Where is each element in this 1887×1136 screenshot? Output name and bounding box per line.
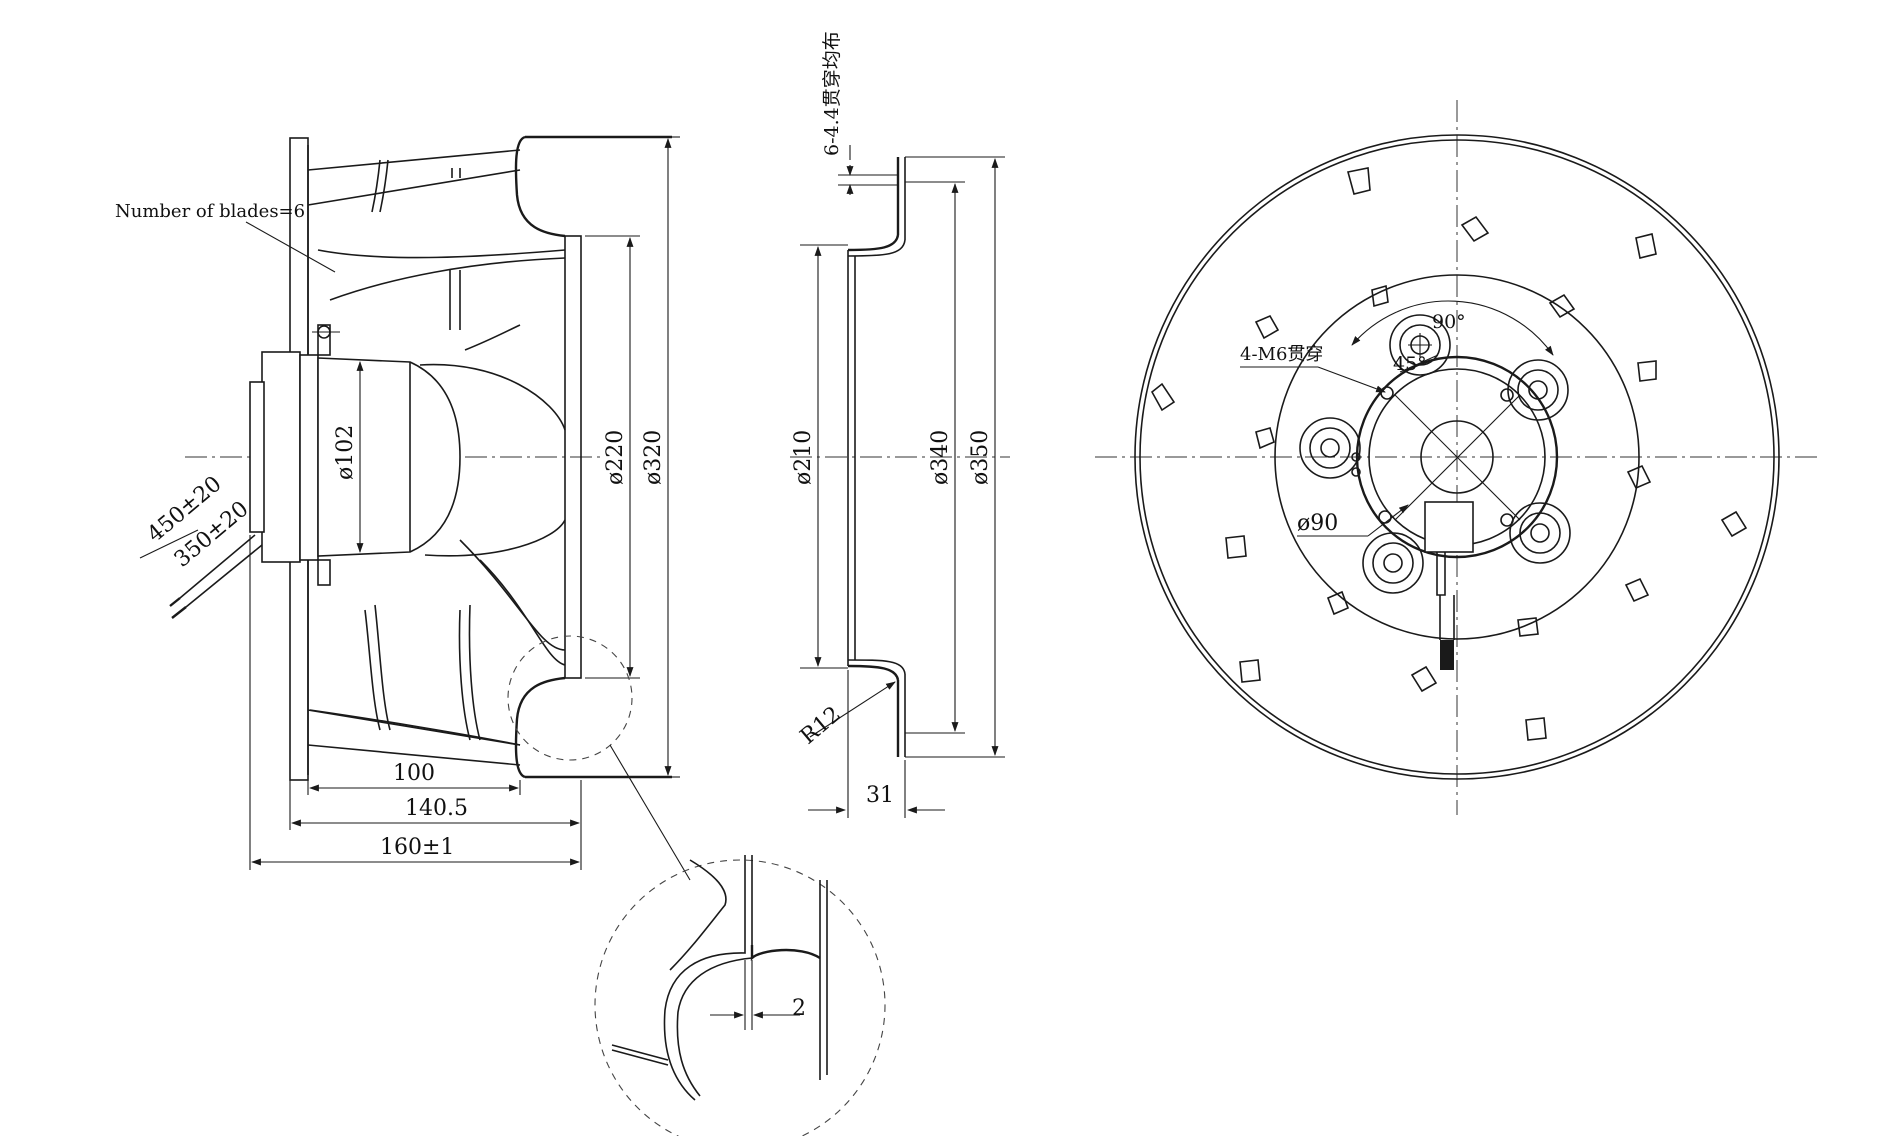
dim-d102: ø102 <box>333 425 358 480</box>
label-holes-mount: 4-M6贯穿 <box>1240 344 1323 365</box>
label-blades: Number of blades=6 <box>115 201 305 222</box>
section-view: 6-4.4贯穿均布 ø210 ø340 ø350 R12 31 <box>790 31 1010 818</box>
dim-d350: ø350 <box>968 430 993 485</box>
dim-l140: 140.5 <box>405 796 468 821</box>
label-holes-rim: 6-4.4贯穿均布 <box>821 31 843 156</box>
dim-d220: ø220 <box>603 430 628 485</box>
front-view: 90° 45° 4-M6贯穿 ø90 <box>1095 100 1820 815</box>
dim-w31: 31 <box>866 783 894 808</box>
dim-t2: 2 <box>792 996 806 1021</box>
side-view: ø102 ø220 ø320 100 140.5 160±1 450±20 35… <box>115 135 691 881</box>
dim-d210: ø210 <box>791 430 816 485</box>
dim-a45: 45° <box>1393 353 1427 375</box>
dim-r12: R12 <box>796 702 846 750</box>
detail-view: 2 <box>594 855 886 1136</box>
dim-d90: ø90 <box>1297 511 1338 536</box>
dim-l100: 100 <box>393 761 435 786</box>
dim-l160: 160±1 <box>380 835 454 860</box>
dim-d340: ø340 <box>928 430 953 485</box>
dim-a90: 90° <box>1432 311 1466 333</box>
dim-d320: ø320 <box>641 430 666 485</box>
